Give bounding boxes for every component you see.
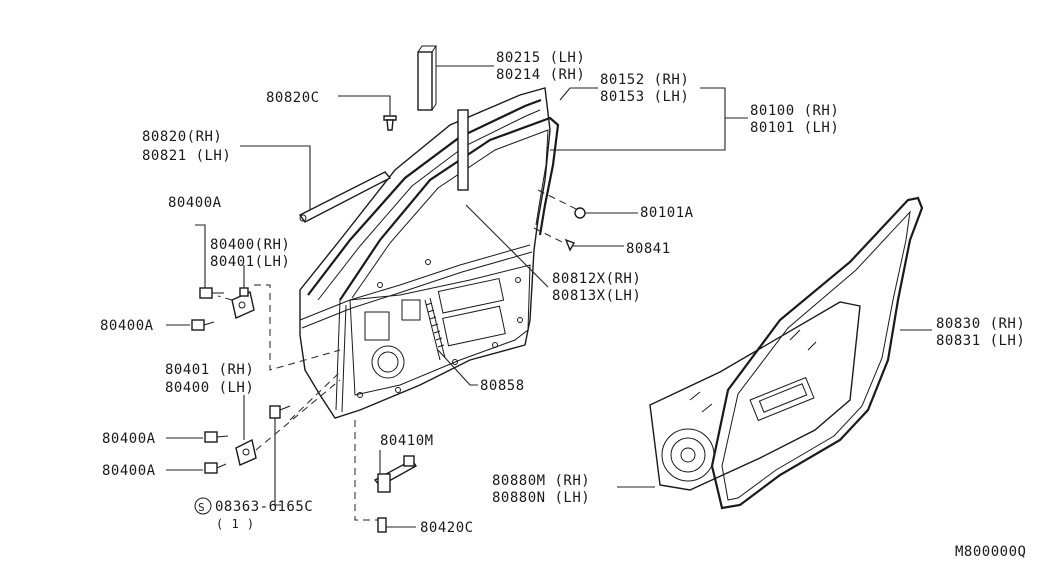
bolt-80400a-1 (199, 287, 224, 299)
label-80812x: 80812X(RH) (552, 271, 641, 287)
label-80821: 80821 (LH) (142, 148, 231, 164)
bolt-80400a-4 (204, 462, 227, 474)
label-80830: 80830 (RH) (936, 316, 1025, 332)
leader-lines (166, 65, 932, 528)
label-80152: 80152 (RH) (600, 72, 689, 88)
label-80841: 80841 (626, 241, 671, 257)
window-regulator (424, 297, 446, 361)
grommet-80841 (564, 238, 576, 252)
label-80400-lh: 80400 (LH) (165, 380, 254, 396)
diagram-code: M800000Q (955, 544, 1026, 560)
door-check-80410m (373, 455, 418, 493)
label-80820: 80820(RH) (142, 129, 222, 145)
label-80214: 80214 (RH) (496, 67, 585, 83)
label-80400-rh: 80400(RH) (210, 237, 290, 253)
label-80420c: 80420C (420, 520, 474, 536)
label-80400a-low2: 80400A (102, 463, 156, 479)
label-80100: 80100 (RH) (750, 103, 839, 119)
bolt-08363 (269, 405, 291, 419)
label-80101: 80101 (LH) (750, 120, 839, 136)
label-80401-lh: 80401(LH) (210, 254, 290, 270)
label-80153: 80153 (LH) (600, 89, 689, 105)
pin-80420c (377, 517, 387, 533)
dashed-assembly-lines (217, 189, 579, 521)
label-08363: 08363-6165C (215, 499, 313, 515)
label-80858: 80858 (480, 378, 525, 394)
sash-strip-80214 (417, 45, 469, 191)
label-80410m: 80410M (380, 433, 434, 449)
label-80400a-low1: 80400A (102, 431, 156, 447)
lower-hinge (235, 438, 257, 466)
clip-80820c (383, 115, 397, 131)
bolt-80400a-3 (204, 431, 229, 443)
bolt-symbol: S (198, 501, 205, 514)
label-80101a: 80101A (640, 205, 694, 221)
part-labels: 80215 (LH) 80214 (RH) 80152 (RH) 80153 (… (100, 50, 1026, 560)
label-80831: 80831 (LH) (936, 333, 1025, 349)
bolt-80400a-2 (191, 319, 215, 331)
label-80813x: 80813X(LH) (552, 288, 641, 304)
grommet-80101a (574, 207, 586, 219)
door-shell (299, 87, 560, 419)
bolt-symbol-circle (194, 497, 212, 515)
label-80401-rh: 80401 (RH) (165, 362, 254, 378)
label-80400a-mid: 80400A (100, 318, 154, 334)
upper-hinge (231, 287, 255, 319)
label-80880m: 80880M (RH) (492, 473, 590, 489)
label-80880n: 80880N (LH) (492, 490, 590, 506)
sealing-screen-80880 (649, 301, 861, 491)
label-80215: 80215 (LH) (496, 50, 585, 66)
label-quantity: ( 1 ) (216, 517, 255, 531)
outer-weatherstrip-80820 (298, 171, 392, 223)
label-80820c: 80820C (266, 90, 320, 106)
label-80400a-top: 80400A (168, 195, 222, 211)
door-weatherstrip-80830 (710, 196, 924, 510)
